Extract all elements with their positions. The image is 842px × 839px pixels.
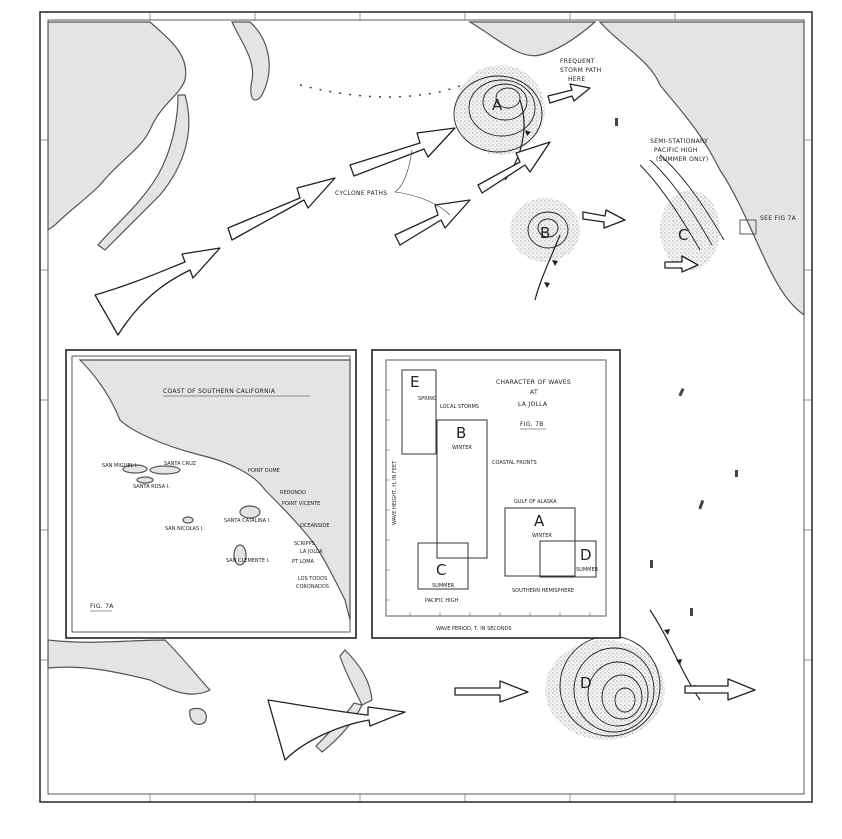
storm-path-arrow-a[interactable] (547, 83, 591, 104)
pacific-high-isobars (639, 154, 725, 251)
see-fig-box (739, 219, 757, 235)
wave-box-b-letter: B (456, 424, 466, 442)
wave-box-b-source: COASTAL FRONTS (492, 460, 537, 466)
inset-b-title-3: LA JOLLA (518, 401, 548, 408)
place-redondo: REDONDO (280, 490, 306, 496)
wave-box-e-season: SPRING (418, 396, 437, 402)
inset-b-title-1: CHARACTER OF WAVES (496, 379, 571, 386)
cyclone-paths-leader (394, 149, 451, 216)
wave-box-b-season: WINTER (452, 445, 472, 451)
storm-path-note-3: HERE (568, 76, 585, 83)
storm-letter-c: C (678, 226, 688, 244)
place-santa-cruz: SANTA CRUZ (164, 461, 197, 467)
storm-area-b (510, 198, 580, 262)
nz-swell-arrow[interactable] (267, 699, 406, 761)
storm-letter-d: D (580, 674, 592, 692)
inset-a-fig: FIG. 7A (90, 603, 114, 610)
south-pacific-arrow-1[interactable] (454, 680, 529, 703)
place-la-jolla: LA JOLLA (300, 549, 323, 555)
asia-coast (47, 21, 187, 232)
wave-box-c-season: SUMMER (432, 583, 455, 589)
cyclone-path-arrow-3[interactable] (349, 127, 456, 177)
north-america-coast (598, 21, 805, 317)
storm-area-c (660, 190, 720, 270)
pacific-high-note-3: (SUMMER ONLY) (656, 156, 708, 163)
storm-area-a (455, 65, 545, 155)
see-fig-note: SEE FIG 7A (760, 215, 797, 222)
south-pacific-arrow-2[interactable] (684, 678, 756, 701)
place-santa-catalina: SANTA CATALINA I. (224, 518, 271, 524)
place-san-nicolas: SAN NICOLAS I. (165, 526, 204, 532)
storm-path-arrow-c[interactable] (664, 255, 699, 273)
front-b (534, 234, 561, 301)
alaska-coast (467, 21, 597, 57)
storm-path-note-2: STORM PATH (560, 67, 602, 74)
wave-box-e-letter: E (410, 373, 419, 391)
cyclone-path-arrow-1[interactable] (94, 247, 221, 336)
place-san-clemente: SAN CLEMENTE I. (226, 558, 270, 564)
tasmania (189, 707, 207, 725)
inset-b-xlabel: WAVE PERIOD, T, IN SECONDS (436, 626, 512, 632)
pacific-high-note-1: SEMI-STATIONARY (650, 138, 708, 145)
inset-a-title: COAST OF SOUTHERN CALIFORNIA (163, 388, 276, 395)
wave-box-c[interactable] (417, 542, 469, 590)
inset-a: COAST OF SOUTHERN CALIFORNIA FIG. 7A SAN… (65, 349, 357, 639)
isobars-b (527, 211, 569, 249)
new-zealand-north (339, 649, 373, 706)
storm-letter-a: A (492, 96, 503, 114)
wave-box-d-source: SOUTHERN HEMISPHERE (512, 588, 574, 594)
cyclone-path-arrow-5[interactable] (477, 141, 551, 194)
wave-box-a-season: WINTER (532, 533, 552, 539)
map-border-inner (47, 19, 805, 795)
place-los-todos: LOS TODOS (298, 576, 327, 582)
border-ticks (40, 12, 812, 802)
place-point-vicente: POINT VICENTE (282, 501, 320, 507)
wave-box-d-letter: D (580, 546, 592, 564)
cyclone-path-arrow-4[interactable] (394, 199, 471, 246)
wave-box-e-source: LOCAL STORMS (440, 404, 479, 410)
isobars-a (453, 75, 543, 153)
wave-box-a-source: GULF OF ALASKA (514, 499, 557, 505)
kamchatka-coast (231, 21, 270, 101)
inset-b-title-2: AT (530, 389, 538, 396)
place-san-miguel: SAN MIGUEL I. (102, 463, 138, 469)
wave-box-d[interactable] (539, 540, 597, 578)
place-pt-loma: PT LOMA (292, 559, 315, 565)
cyclone-paths-label: CYCLONE PATHS (335, 190, 387, 197)
wave-box-d-season: SUMMER (576, 567, 599, 573)
storm-letter-b: B (540, 224, 550, 242)
inset-b: CHARACTER OF WAVES AT LA JOLLA FIG. 7B W… (371, 349, 621, 639)
place-coronados: CORONADOS (296, 584, 329, 590)
aleutian-dots (299, 81, 471, 98)
inset-b-ylabel: WAVE HEIGHT, H, IN FEET (392, 460, 398, 525)
place-santa-rosa: SANTA ROSA I. (133, 484, 170, 490)
japan-coast (97, 94, 190, 251)
storm-area-d (545, 640, 665, 740)
storm-path-note-1: FREQUENT (560, 58, 595, 65)
place-oceanside: OCEANSIDE (300, 523, 329, 529)
wave-box-c-source: PACIFIC HIGH (425, 598, 459, 604)
wave-box-b[interactable] (436, 419, 488, 559)
place-scripps: SCRIPPS (294, 541, 315, 547)
pacific-islands (615, 118, 738, 616)
storm-path-arrow-b[interactable] (582, 209, 626, 229)
wave-box-c-letter: C (436, 561, 446, 579)
inset-b-fig: FIG. 7B (520, 421, 544, 428)
southern-california-coast (78, 359, 351, 621)
pacific-high-note-2: PACIFIC HIGH (654, 147, 698, 154)
wave-box-e[interactable] (401, 369, 437, 455)
cyclone-path-arrow-2[interactable] (227, 177, 336, 241)
place-point-dume: POINT DUME (248, 468, 280, 474)
australia-coast (47, 639, 212, 695)
wave-box-a-letter: A (534, 512, 545, 530)
map-border-outer (39, 11, 813, 803)
